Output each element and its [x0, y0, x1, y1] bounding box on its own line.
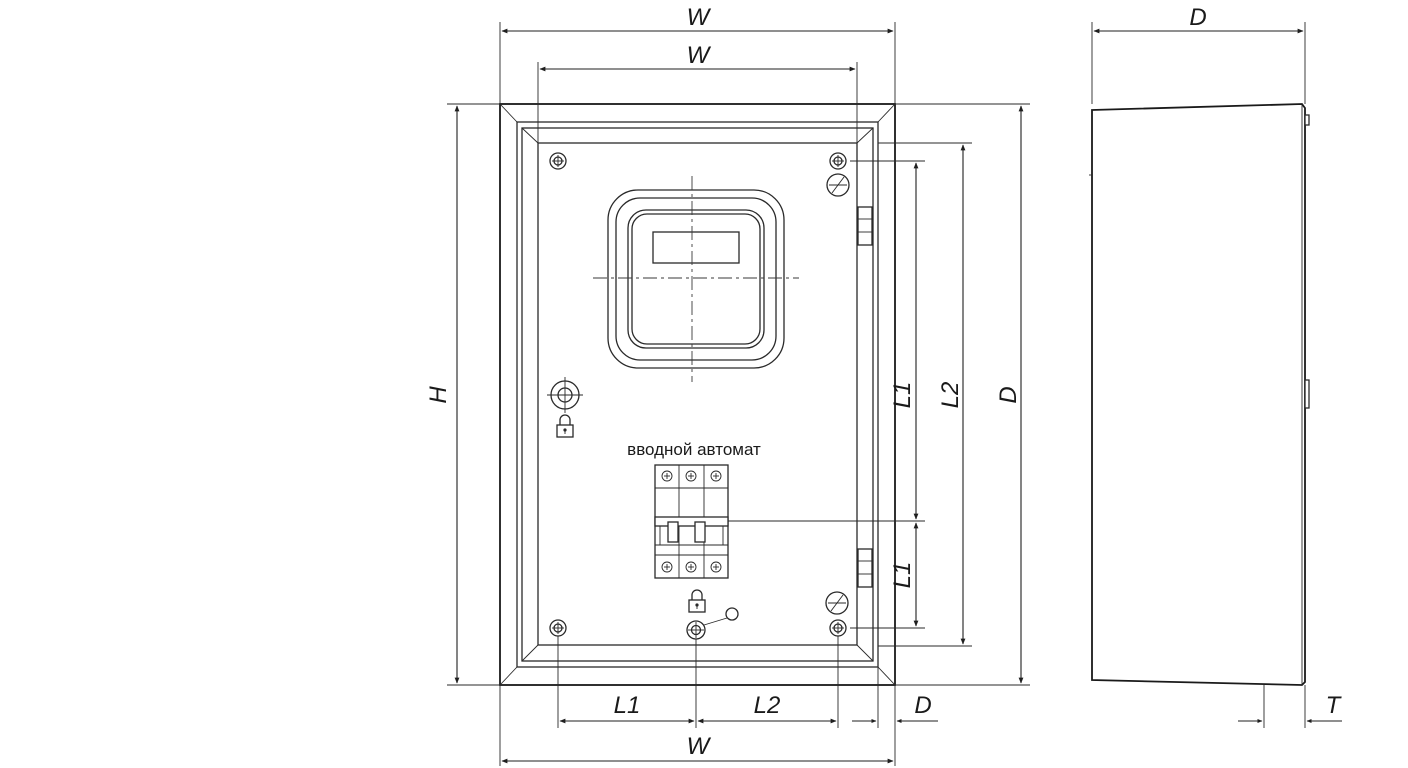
dim-label-top-outer-w: W — [687, 4, 712, 31]
padlock-upper-icon — [556, 414, 574, 438]
dim-label-l2-vertical: L2 — [937, 382, 964, 409]
dim-label-bottom-d: D — [914, 692, 931, 719]
hinge-lower — [857, 548, 873, 588]
dim-label-l1-upper: L1 — [889, 382, 916, 409]
hinge-upper — [857, 206, 873, 246]
door-lock-lower — [686, 607, 739, 640]
front-view: вводной автомат — [499, 103, 925, 686]
dim-label-bottom-l1: L1 — [614, 692, 641, 719]
dimension-lines: W W H L1 L1 L2 D L1 — [425, 4, 1030, 766]
door-panel — [521, 127, 874, 662]
dim-label-top-inner-w: W — [687, 42, 712, 69]
meter-window — [593, 176, 799, 382]
breaker-label: вводной автомат — [627, 440, 761, 459]
dim-label-right-d: D — [995, 386, 1022, 403]
side-body — [1091, 103, 1306, 686]
door-lock-upper — [547, 377, 583, 413]
meter-display — [652, 231, 740, 264]
enclosure-frame-bevel — [516, 121, 879, 668]
mount-screw-top-left — [549, 152, 567, 170]
mount-screw-top-right — [829, 152, 847, 170]
door-inner-plate — [537, 142, 858, 646]
ground-symbol-lower-icon — [825, 591, 849, 615]
mount-screw-bottom-left — [549, 619, 567, 637]
dim-label-bottom-l2: L2 — [754, 692, 781, 719]
padlock-lower-icon — [688, 589, 706, 613]
ground-symbol-upper-icon — [826, 173, 850, 197]
dim-label-side-d: D — [1189, 4, 1206, 31]
circuit-breaker — [654, 464, 729, 579]
dim-label-height-h: H — [425, 386, 452, 404]
dim-label-l1-lower: L1 — [889, 562, 916, 589]
dim-label-bottom-w: W — [687, 733, 712, 760]
enclosure-outer-frame — [499, 103, 896, 686]
mount-screw-bottom-right — [829, 619, 847, 637]
side-view: D T — [1089, 4, 1343, 728]
dim-label-side-t: T — [1326, 692, 1343, 719]
